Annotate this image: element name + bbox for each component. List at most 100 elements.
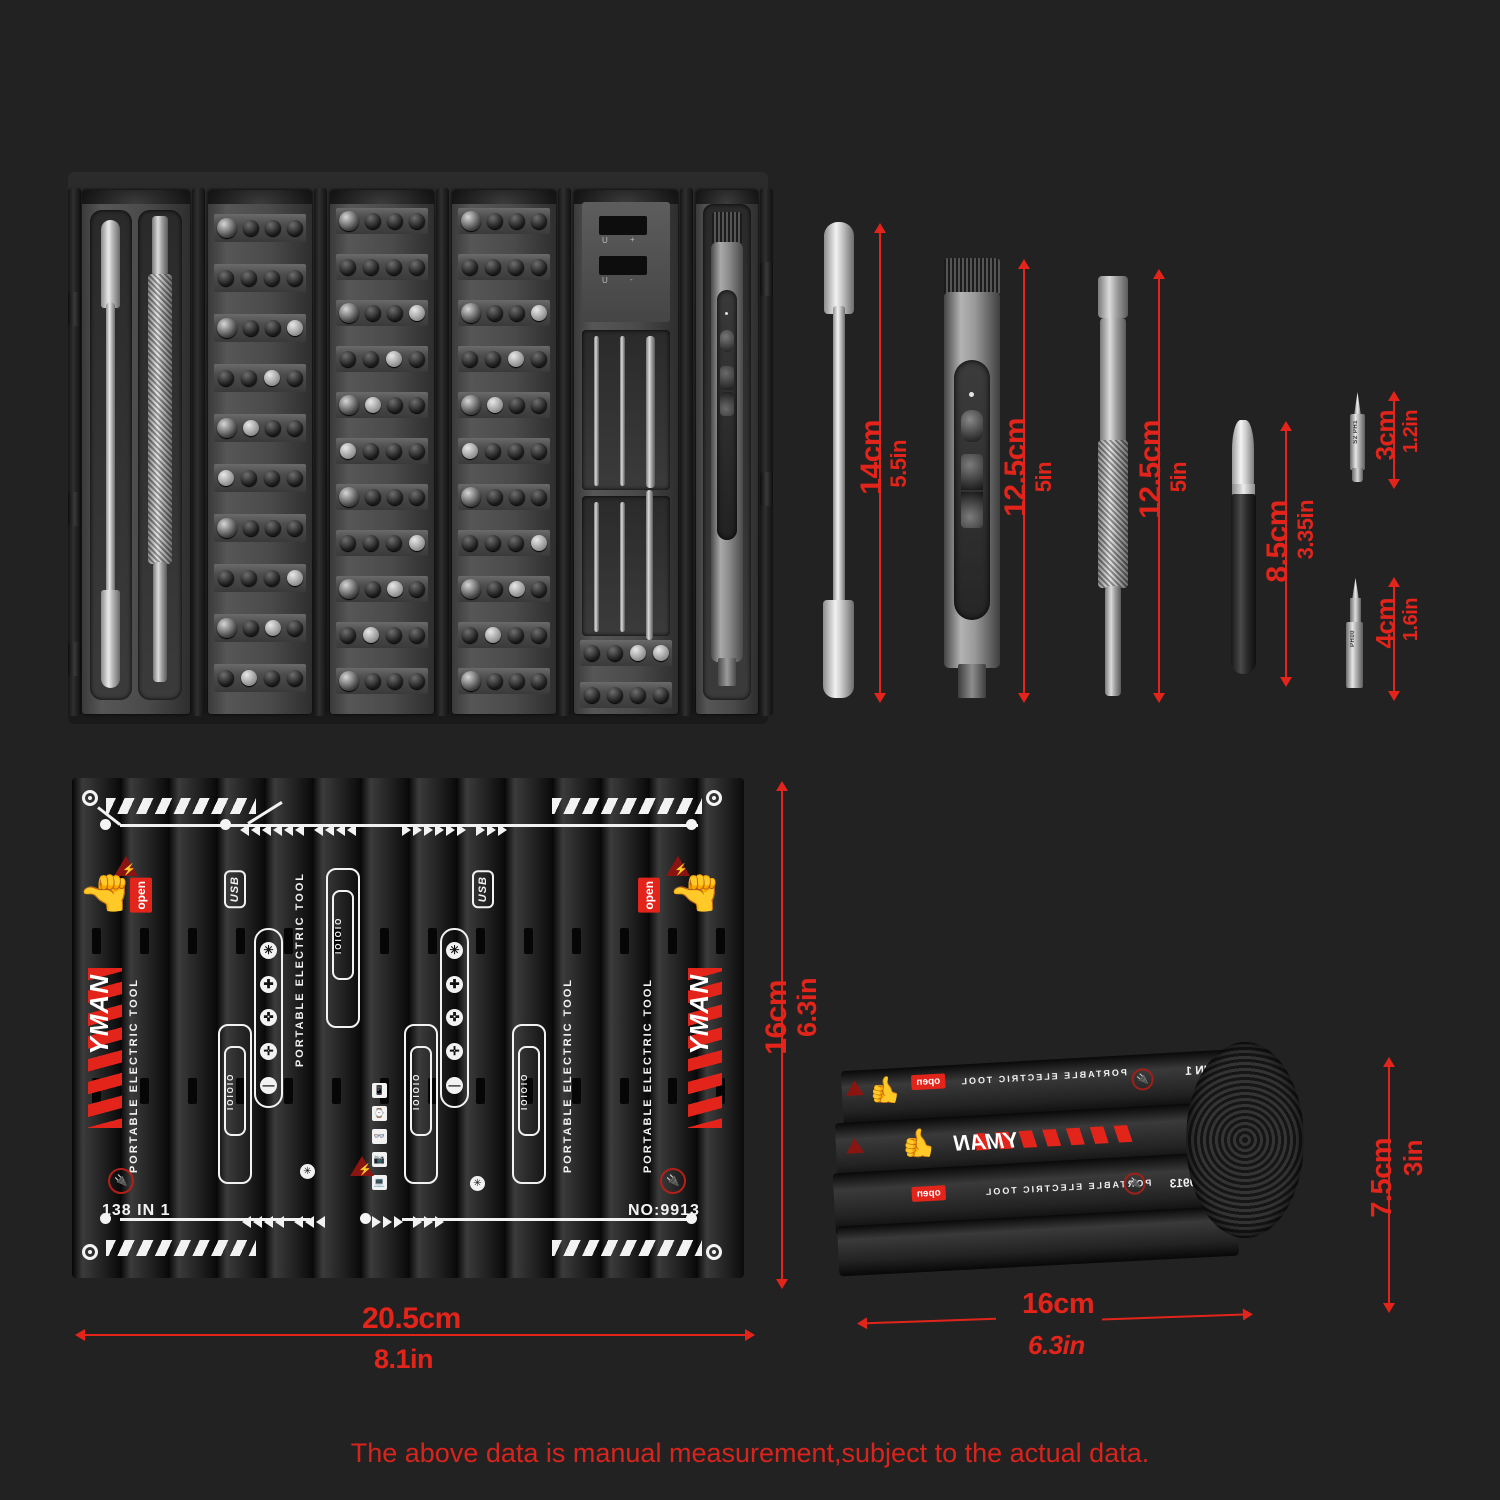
bit [339, 627, 356, 643]
driver-button-fwd[interactable] [720, 366, 734, 390]
bit [487, 305, 503, 321]
bit [217, 618, 237, 638]
bit [240, 470, 257, 486]
bit-tray [214, 514, 306, 542]
bit [531, 489, 547, 505]
case-tube [552, 778, 601, 1278]
case-tube [264, 778, 313, 1278]
driver-barrel [944, 292, 1000, 668]
driver-forward-button[interactable] [961, 454, 983, 490]
bit-tray [214, 264, 306, 292]
bit [652, 687, 669, 703]
glasses-icon: 👓 [372, 1129, 387, 1144]
bit [583, 687, 600, 703]
pen-label-3: IOIOIO [410, 1046, 432, 1136]
bit-engraving-ph00: PH00 [1350, 630, 1356, 648]
bit-tray [458, 576, 550, 602]
usb-label-plus: + [630, 235, 635, 244]
bit [530, 627, 547, 643]
bit [530, 443, 547, 459]
bit-body-ph00: PH00 [1346, 622, 1363, 688]
dimension-arrow-rod [1153, 269, 1165, 703]
driver-reverse-button[interactable] [961, 492, 983, 528]
rod-bottom [153, 562, 167, 682]
bit [217, 670, 234, 686]
bit [507, 443, 524, 459]
roll-tagline-1: PORTABLE ELECTRIC TOOL [959, 1067, 1128, 1087]
bit-tray-labels [336, 339, 428, 345]
bit [583, 645, 600, 661]
hatch-band [552, 798, 702, 814]
tweezer-tip [1232, 420, 1254, 496]
bit-column-1: ✳ ✚ ✜ ✛ — [254, 928, 283, 1108]
bit [507, 535, 524, 551]
bit-tray-labels [336, 293, 428, 299]
bit-tray [336, 254, 428, 280]
tagline-right-1: PORTABLE ELECTRIC TOOL [562, 978, 574, 1174]
driver-button-rev[interactable] [720, 392, 734, 416]
dimension-roll-diameter-in: 3in [1398, 1140, 1428, 1177]
tweezer-ferrule [1232, 484, 1255, 496]
bit [365, 673, 381, 689]
tube-notch [140, 1078, 149, 1104]
bit-tray-labels [214, 657, 306, 663]
tweezer-handle [1231, 494, 1256, 674]
laptop-icon: 💻 [372, 1175, 387, 1190]
bit [507, 259, 524, 275]
bit-glyph: ✜ [446, 1009, 463, 1027]
hinge-nub [68, 492, 81, 526]
dimension-roll-length-in: 6.3in [1028, 1330, 1085, 1360]
driver-power-button[interactable] [961, 410, 983, 442]
dimension-bit-short-cm: 4cm [1370, 598, 1400, 649]
case-hinge-2 [314, 188, 327, 716]
bit [461, 351, 478, 367]
case-hinge-3 [436, 188, 449, 716]
driver-bit-chuck [958, 664, 986, 698]
dimension-bit-short-in: 1.6in [1400, 598, 1422, 642]
dimension-arrow-flat-width-left [75, 1329, 594, 1341]
tube-notch [236, 1078, 245, 1104]
circuit-ring-br [706, 1244, 722, 1260]
tube-notch [428, 1078, 437, 1104]
bit-tray [458, 438, 550, 464]
open-tag-left: open [130, 878, 152, 913]
tube-notch [572, 928, 581, 954]
spudger-shaft [833, 306, 845, 616]
bit [365, 397, 381, 413]
bit [265, 520, 281, 536]
bit-tray [336, 300, 428, 326]
warning-icon-right: ⚡ [666, 856, 690, 876]
bit-glyph: ✛ [260, 1043, 277, 1061]
driver-button-power[interactable] [720, 330, 734, 352]
brand-right: YMAN [684, 974, 714, 1055]
driver-led-indicator [969, 392, 974, 397]
panel-cap [330, 190, 434, 204]
bit [217, 518, 237, 538]
bit-tip-ph1 [1354, 392, 1361, 416]
bit-tray [214, 464, 306, 492]
bit-tray [458, 392, 550, 418]
bit [240, 370, 257, 386]
bit [487, 213, 503, 229]
bit-tray [458, 484, 550, 510]
dimension-arrow-roll-length-left [866, 1317, 996, 1325]
hinge-nub [68, 292, 81, 326]
probe-6 [646, 490, 653, 640]
bit [606, 687, 623, 703]
bit [531, 673, 547, 689]
roll-open-tag-2: open [911, 1185, 947, 1203]
driver-collar-knurl [712, 212, 742, 244]
hinge-nub [760, 472, 773, 506]
bit [339, 671, 359, 691]
bit-tray-labels [336, 247, 428, 253]
tube-notch [572, 1078, 581, 1104]
bit [362, 535, 379, 551]
bit [385, 259, 402, 275]
tube-notch [188, 928, 197, 954]
bit [484, 259, 501, 275]
dimension-arrow-driver [1018, 259, 1030, 703]
bit [286, 370, 303, 386]
roll-warning-icon-1 [845, 1079, 865, 1096]
dimension-arrow-tweezer [1280, 421, 1292, 687]
pen-outline-3 [404, 1024, 438, 1184]
